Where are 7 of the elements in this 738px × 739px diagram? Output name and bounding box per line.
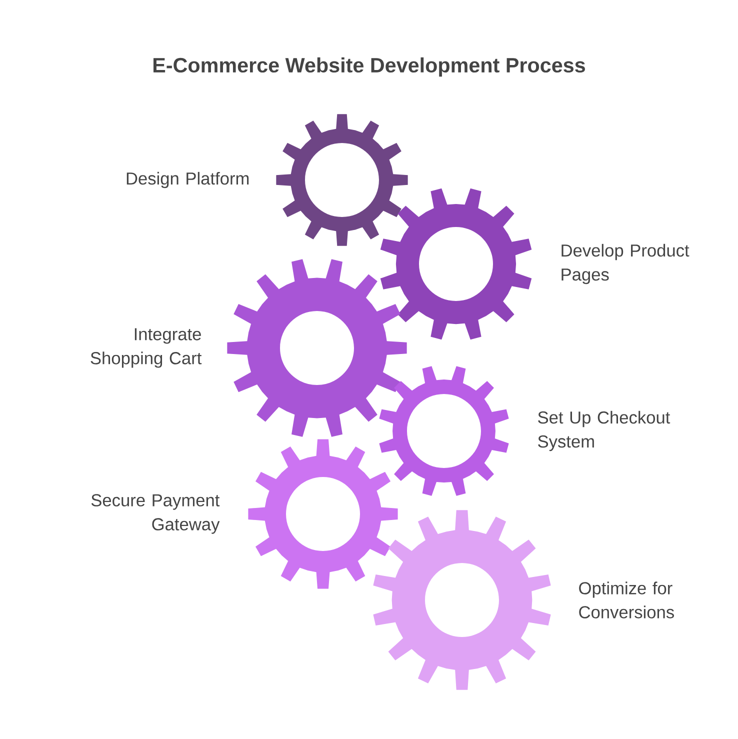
title: E-Commerce Website Development Process [154,57,585,77]
gear-label: Develop Product Pages [562,244,690,284]
gear-label: Design Platform [126,172,249,188]
gear-label: Secure Payment Gateway [91,494,220,534]
gear-label: Set Up Checkout System [538,410,670,452]
gear-label: Optimize for Conversions [579,582,674,618]
gear-label: Integrate Shopping Cart [90,328,202,368]
